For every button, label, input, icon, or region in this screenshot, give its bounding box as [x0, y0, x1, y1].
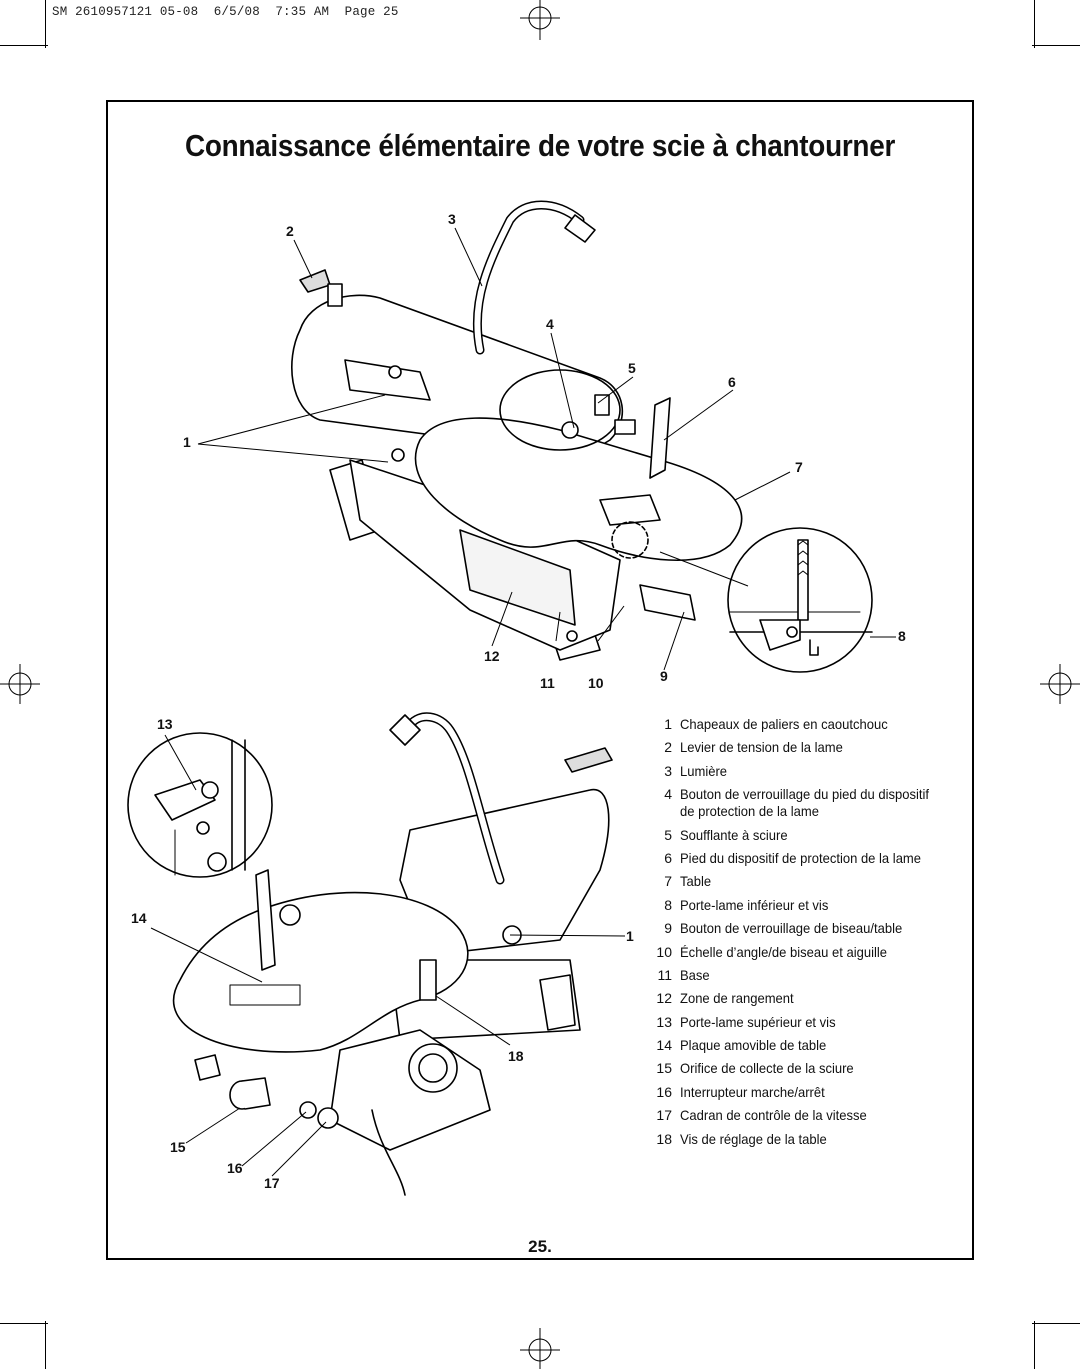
- callout-13: 13: [157, 716, 173, 732]
- callout-4: 4: [546, 316, 554, 332]
- callout-10: 10: [588, 675, 604, 691]
- callout-1b: 1: [626, 928, 634, 944]
- callout-14: 14: [131, 910, 147, 926]
- callout-8: 8: [898, 628, 906, 644]
- detail-upper-blade-holder: [127, 732, 273, 878]
- callout-2: 2: [286, 223, 294, 239]
- callout-16: 16: [227, 1160, 243, 1176]
- print-slug: SM 2610957121 05-08 6/5/08 7:35 AM Page …: [52, 5, 399, 19]
- page-frame: [106, 100, 974, 1260]
- callout-17: 17: [264, 1175, 280, 1191]
- callout-15: 15: [170, 1139, 186, 1155]
- callout-6: 6: [728, 374, 736, 390]
- leader-lines: [150, 227, 896, 1177]
- callout-7: 7: [795, 459, 803, 475]
- callout-9: 9: [660, 668, 668, 684]
- callout-1: 1: [183, 434, 191, 450]
- page-title: Connaissance élémentaire de votre scie à…: [184, 128, 896, 163]
- callout-11: 11: [540, 675, 555, 691]
- detail-lower-blade-holder: [727, 527, 873, 673]
- callout-18: 18: [508, 1048, 524, 1064]
- callout-12: 12: [484, 648, 500, 664]
- callout-5: 5: [628, 360, 636, 376]
- page-number: 25.: [528, 1237, 552, 1256]
- callout-3: 3: [448, 211, 456, 227]
